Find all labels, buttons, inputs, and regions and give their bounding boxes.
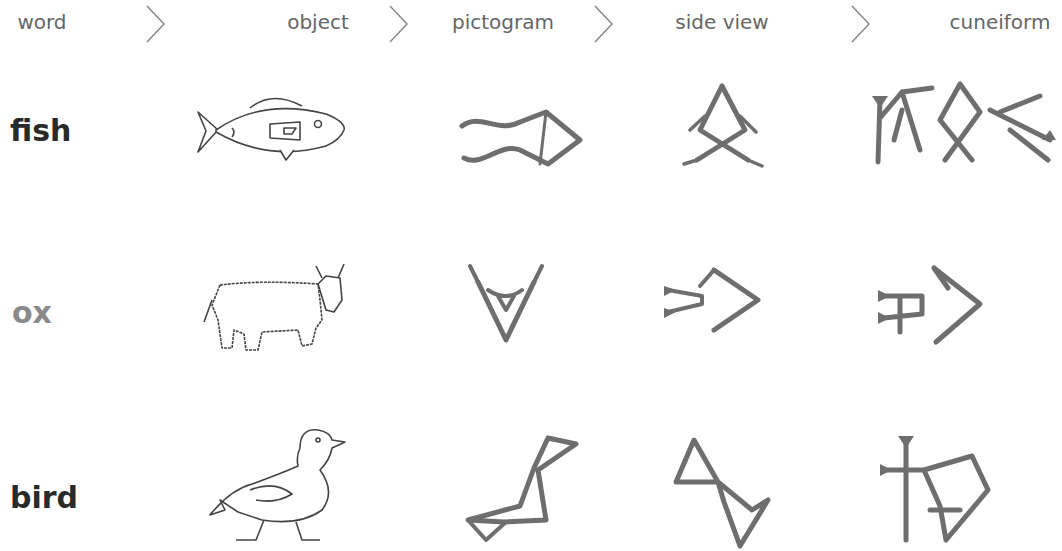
- wedge-heads: [664, 96, 1056, 476]
- row-label: fish: [10, 114, 71, 147]
- column-header: pictogram: [452, 11, 554, 33]
- column-header: side view: [675, 11, 768, 33]
- row-label: bird: [10, 481, 78, 514]
- object-drawings: [198, 98, 345, 540]
- column-header: object: [287, 11, 349, 33]
- column-header: word: [17, 11, 66, 33]
- row-label: ox: [12, 296, 52, 329]
- chevrons: [147, 6, 869, 42]
- column-header: cuneiform: [950, 11, 1051, 33]
- sign-drawings: [462, 84, 1050, 546]
